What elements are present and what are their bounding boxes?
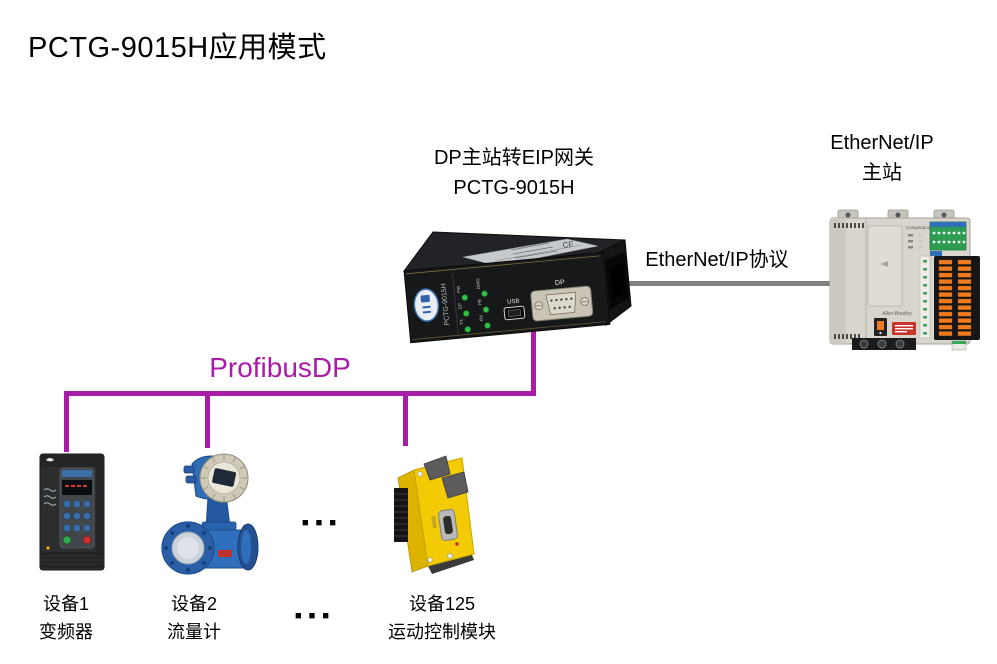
vfd-keypad-panel [59, 467, 95, 549]
eip-master-caption: EtherNet/IP 主站 [807, 128, 957, 188]
vfd-bottom-fins [42, 546, 102, 568]
plc-front-door [867, 225, 903, 307]
device125-caption-line1: 设备125 [408, 594, 476, 614]
plc-status-leds [908, 234, 923, 249]
gateway-top-sticker: CE [462, 238, 599, 267]
device1-caption: 设备1 变频器 [16, 590, 116, 646]
device2-caption-line2: 流量计 [167, 622, 221, 642]
plc-vent-dashes [834, 223, 864, 339]
gateway-front-face [403, 252, 611, 344]
motion-module-image [394, 455, 475, 574]
led-pw [461, 294, 469, 301]
led-tx [464, 325, 472, 333]
gateway-caption-line2: PCTG-9015H [453, 177, 575, 199]
plc-warning-sticker [892, 322, 916, 335]
device2-caption-line1: 设备2 [170, 594, 217, 614]
vfd-side-vents [43, 488, 57, 506]
plc-bottom-terminals [852, 338, 916, 350]
plc-green-terminal [929, 221, 967, 256]
gateway-caption: DP主站转EIP网关 PCTG-9015H [394, 143, 634, 203]
gateway-led-label-pb: PB [477, 299, 483, 305]
ethernet-protocol-label: EtherNet/IP协议 [645, 249, 789, 271]
vfd-buttons [63, 500, 91, 532]
gateway-device-image: CE PCTG-9015H PW DIAG [403, 231, 632, 344]
led-rx [484, 322, 491, 329]
profibus-label: ProfibusDP [209, 352, 351, 383]
flowmeter-right-flange [237, 523, 259, 571]
gateway-usb-port: USB [503, 298, 526, 321]
led-ep [462, 310, 470, 317]
gateway-led-block: PW DIAG EP PB TX RX [456, 278, 491, 333]
vfd-stop-button [82, 535, 92, 545]
plc-power-switch [874, 318, 887, 336]
plc-series-text: CompactLogix [906, 225, 936, 230]
motion-clip-1 [423, 455, 451, 481]
gateway-ce-mark: CE [562, 240, 574, 250]
device2-caption: 设备2 流量计 [144, 590, 244, 646]
led-pb [482, 306, 490, 314]
motion-dsub-connector [431, 509, 459, 546]
gateway-dp-label: DP [555, 279, 566, 287]
eip-caption-line2: 主站 [862, 162, 902, 184]
gateway-dp-connector: DP [530, 279, 594, 322]
profibus-drop-gateway [531, 328, 536, 393]
flowmeter-tag [218, 550, 232, 557]
device1-caption-line1: 设备1 [42, 594, 89, 614]
flowmeter-device-image [161, 453, 259, 575]
ethernet-connection-line [601, 281, 832, 286]
vfd-device-image [39, 453, 105, 571]
eip-caption-line1: EtherNet/IP [830, 132, 934, 154]
gateway-caption-line1: DP主站转EIP网关 [433, 147, 595, 169]
flowmeter-display [212, 468, 237, 487]
gateway-usb-label: USB [507, 298, 520, 305]
device-ellipsis-row: ■ ■ ■ [294, 610, 332, 622]
led-diag [481, 290, 488, 298]
profibus-drop-device125 [403, 394, 408, 446]
device-ellipsis-mid: ■ ■ ■ [301, 517, 339, 529]
flowmeter-transmitter [183, 453, 249, 503]
profibus-drop-device2 [205, 394, 210, 448]
gateway-led-label-diag: DIAG [475, 278, 481, 290]
page-title: PCTG-9015H应用模式 [28, 32, 327, 64]
device125-caption: 设备125 运动控制模块 [352, 590, 532, 646]
device125-caption-line2: 运动控制模块 [388, 622, 496, 642]
motion-side-connector [394, 488, 408, 542]
plc-orange-terminals [934, 256, 980, 340]
gateway-brand-logo [413, 288, 440, 322]
device1-caption-line2: 变频器 [39, 622, 93, 642]
plc-brand-text: Allen-Bradley [881, 311, 912, 317]
gateway-led-label-tx: TX [459, 319, 465, 325]
profibus-drop-device1 [64, 394, 69, 452]
flowmeter-left-flange [161, 521, 215, 575]
profibus-bus-line [64, 391, 536, 396]
gateway-led-label-pw: PW [456, 285, 462, 293]
vfd-run-button [62, 535, 72, 545]
vfd-brand-logo [46, 458, 54, 462]
motion-clip-2 [441, 471, 469, 499]
gateway-model-vertical: PCTG-9015H [440, 283, 451, 326]
gateway-led-label-rx: RX [478, 315, 484, 322]
gateway-port-cutout-inner [610, 263, 626, 300]
plc-device-image: CompactLogix [829, 209, 980, 351]
gateway-led-label-ep: EP [457, 303, 463, 309]
plc-number-strip [919, 255, 931, 339]
